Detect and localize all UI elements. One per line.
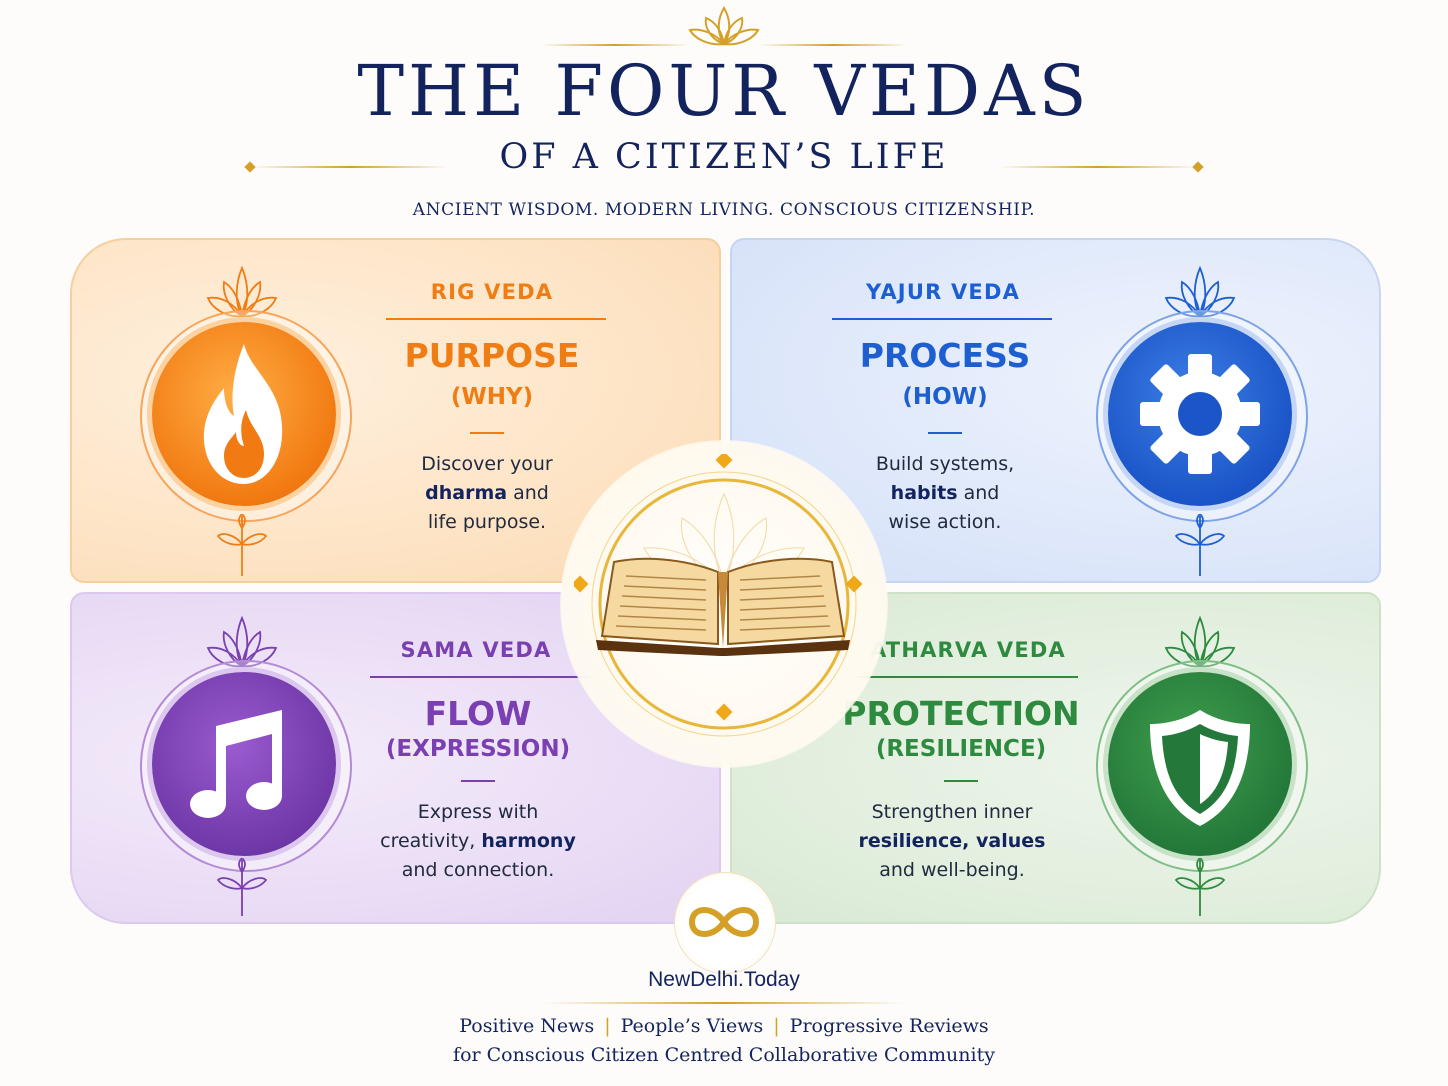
sama-short-divider (461, 780, 495, 782)
sama-description: Express with creativity, harmony and con… (348, 798, 608, 885)
atharva-stem-ornament-icon (1174, 858, 1226, 916)
rig-desc-line-1: Discover your (421, 453, 553, 475)
sama-main-label: FLOW (424, 694, 532, 733)
footer-divider (544, 1002, 904, 1004)
subtitle-line-left (250, 166, 450, 168)
sama-icon-circle (152, 672, 336, 856)
yajur-desc-line-2: habits and (815, 479, 1075, 508)
yajur-desc-line-1: Build systems, (875, 453, 1015, 475)
sama-divider (370, 676, 590, 678)
sama-desc-bold: harmony (481, 830, 576, 852)
top-lotus-icon (688, 6, 760, 46)
yajur-veda-name: YAJUR VEDA (865, 280, 1021, 304)
footer-item-progressive-reviews: Progressive Reviews (789, 1015, 989, 1037)
atharva-description: Strengthen inner resilience, values and … (822, 798, 1082, 885)
rig-desc-rest: and (507, 482, 549, 504)
page-subtitle: OF A CITIZEN’S LIFE (499, 137, 949, 177)
footer-links: Positive News | People’s Views | Progressive… (0, 1015, 1448, 1037)
music-note-icon (190, 710, 282, 818)
rig-desc-bold: dharma (425, 482, 508, 504)
atharva-desc-line-3: and well-being. (879, 859, 1025, 881)
rig-desc-line-2: dharma and (357, 479, 617, 508)
atharva-veda-name: ATHARVA VEDA (869, 638, 1067, 662)
atharva-desc-line-2: resilience, values (822, 827, 1082, 856)
yajur-desc-rest: and (957, 482, 1000, 504)
sama-desc-line-3: and connection. (401, 859, 555, 881)
rig-sub-label: (WHY) (450, 384, 534, 410)
infinity-icon (688, 907, 760, 937)
shield-icon (1150, 710, 1250, 826)
footer-item-peoples-views: People’s Views (620, 1015, 764, 1037)
sama-desc-line-1: Express with (417, 801, 539, 823)
atharva-desc-bold: resilience, values (858, 830, 1046, 852)
rig-veda-name: RIG VEDA (430, 280, 554, 304)
yajur-sub-label: (HOW) (902, 384, 988, 410)
yajur-desc-line-3: wise action. (888, 511, 1002, 533)
open-book-icon (596, 557, 850, 656)
atharva-sub-label: (RESILIENCE) (875, 736, 1047, 762)
gear-icon (1140, 354, 1260, 474)
atharva-divider (858, 676, 1078, 678)
atharva-desc-line-1: Strengthen inner (871, 801, 1033, 823)
atharva-lotus-top-icon (1164, 615, 1236, 668)
flame-icon (203, 344, 283, 484)
yajur-short-divider (928, 432, 962, 434)
tagline: ANCIENT WISDOM. MODERN LIVING. CONSCIOUS… (412, 200, 1036, 220)
sama-desc-line-2: creativity, harmony (348, 827, 608, 856)
atharva-short-divider (944, 780, 978, 782)
top-ornament-line-left (540, 44, 690, 46)
sama-stem-ornament-icon (216, 858, 268, 916)
atharva-main-label: PROTECTION (842, 694, 1080, 733)
yajur-stem-ornament-icon (1174, 514, 1226, 576)
rig-stem-ornament-icon (216, 514, 268, 576)
yajur-divider (832, 318, 1052, 320)
footer-separator-2: | (773, 1015, 780, 1037)
page-title: THE FOUR VEDAS (357, 50, 1091, 132)
rig-description: Discover your dharma and life purpose. (357, 450, 617, 537)
top-ornament-line-right (758, 44, 908, 46)
yajur-desc-bold: habits (890, 482, 958, 504)
yajur-description: Build systems, habits and wise action. (815, 450, 1075, 537)
footer-mission: for Conscious Citizen Centred Collaborat… (453, 1044, 995, 1066)
sama-veda-name: SAMA VEDA (400, 638, 552, 662)
rig-short-divider (470, 432, 504, 434)
sama-sub-label: (EXPRESSION) (385, 736, 571, 762)
sama-desc-pre: creativity, (380, 830, 482, 852)
rig-divider (386, 318, 606, 320)
footer-item-positive-news: Positive News (459, 1015, 595, 1037)
rig-main-label: PURPOSE (404, 336, 580, 375)
subtitle-line-right (998, 166, 1198, 168)
rig-desc-line-3: life purpose. (427, 511, 547, 533)
brand-name: NewDelhi.Today (648, 968, 800, 991)
footer-separator-1: | (604, 1015, 611, 1037)
yajur-main-label: PROCESS (859, 336, 1031, 375)
center-emblem (574, 454, 863, 737)
